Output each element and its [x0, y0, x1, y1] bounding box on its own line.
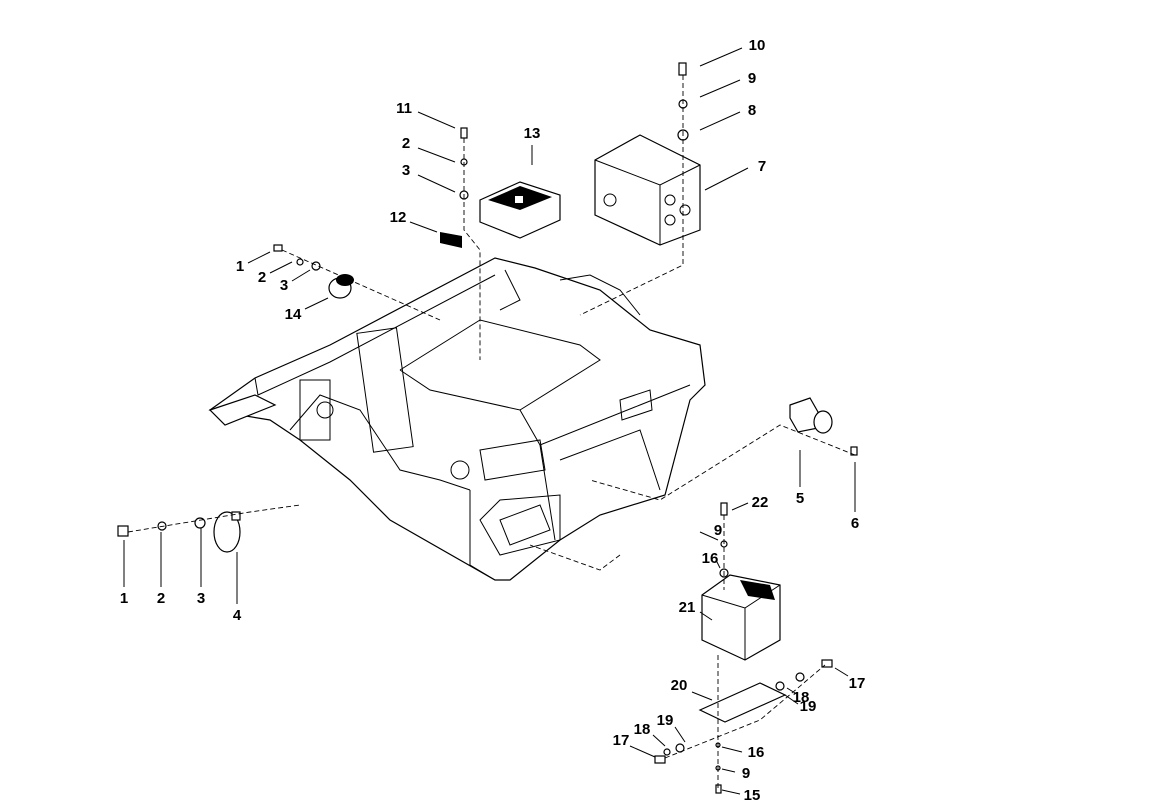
leader-line: [834, 667, 849, 677]
leader-line: [715, 559, 721, 569]
leader-line: [629, 745, 656, 758]
callout-label-17: 17: [613, 732, 630, 749]
callout-label-4: 4: [233, 607, 242, 624]
leader-line: [699, 611, 713, 621]
assembly-lines: [127, 75, 856, 790]
callout-label-2: 2: [157, 590, 165, 607]
callout-label-11: 11: [396, 100, 412, 117]
leader-line: [699, 531, 719, 541]
callout-label-9: 9: [714, 522, 722, 539]
callout-label-2: 2: [402, 135, 410, 152]
part-20-bracket: [698, 682, 787, 723]
leader-line: [674, 726, 686, 743]
callout-label-3: 3: [197, 590, 205, 607]
callout-label-2: 2: [258, 269, 266, 286]
leader-line: [417, 111, 456, 129]
leader-line: [721, 789, 741, 795]
callout-label-15: 15: [744, 787, 761, 804]
callout-label-16: 16: [748, 744, 765, 761]
leader-line: [699, 47, 743, 67]
part-21-battery: [701, 574, 781, 661]
callout-label-18: 18: [634, 721, 651, 738]
callout-label-21: 21: [679, 599, 696, 616]
callout-label-5: 5: [796, 490, 804, 507]
callout-label-1: 1: [120, 590, 128, 607]
leader-line: [247, 251, 271, 264]
callout-label-19: 19: [657, 712, 674, 729]
leader-line: [417, 174, 456, 193]
leader-line: [704, 167, 749, 191]
leader-line: [417, 147, 456, 163]
callout-label-22: 22: [752, 494, 769, 511]
leader-line: [786, 687, 796, 694]
part-14-horn: [328, 274, 354, 299]
callout-label-7: 7: [758, 158, 766, 175]
fasteners: [117, 62, 858, 794]
leader-line: [409, 221, 438, 233]
leader-line: [652, 734, 666, 747]
callout-label-17: 17: [849, 675, 866, 692]
callout-label-19: 19: [800, 698, 817, 715]
leader-line: [304, 297, 329, 310]
callout-label-9: 9: [748, 70, 756, 87]
leader-line: [291, 269, 311, 282]
leader-line: [784, 694, 799, 705]
leader-line: [691, 691, 713, 701]
leader-line: [269, 261, 293, 274]
callout-label-14: 14: [285, 306, 302, 323]
part-7-controller: [594, 134, 701, 246]
part-4-reflector: [213, 511, 241, 553]
callout-label-3: 3: [402, 162, 410, 179]
callout-label-9: 9: [742, 765, 750, 782]
callout-label-1: 1: [236, 258, 244, 275]
part-5-switch: [789, 397, 833, 434]
callout-label-18: 18: [793, 689, 810, 706]
callout-label-16: 16: [702, 550, 719, 567]
callout-label-6: 6: [851, 515, 859, 532]
part-13-module: [479, 181, 561, 239]
leader-line: [721, 768, 736, 773]
callout-label-8: 8: [748, 102, 756, 119]
callout-label-10: 10: [749, 37, 766, 54]
leader-line: [699, 79, 741, 98]
callout-label-3: 3: [280, 277, 288, 294]
part-12-connector: [440, 232, 462, 248]
callout-label-20: 20: [671, 677, 688, 694]
callout-label-12: 12: [390, 209, 407, 226]
leader-line: [721, 746, 743, 753]
leader-line: [731, 502, 749, 511]
callout-label-13: 13: [524, 125, 541, 142]
leader-line: [699, 111, 741, 131]
